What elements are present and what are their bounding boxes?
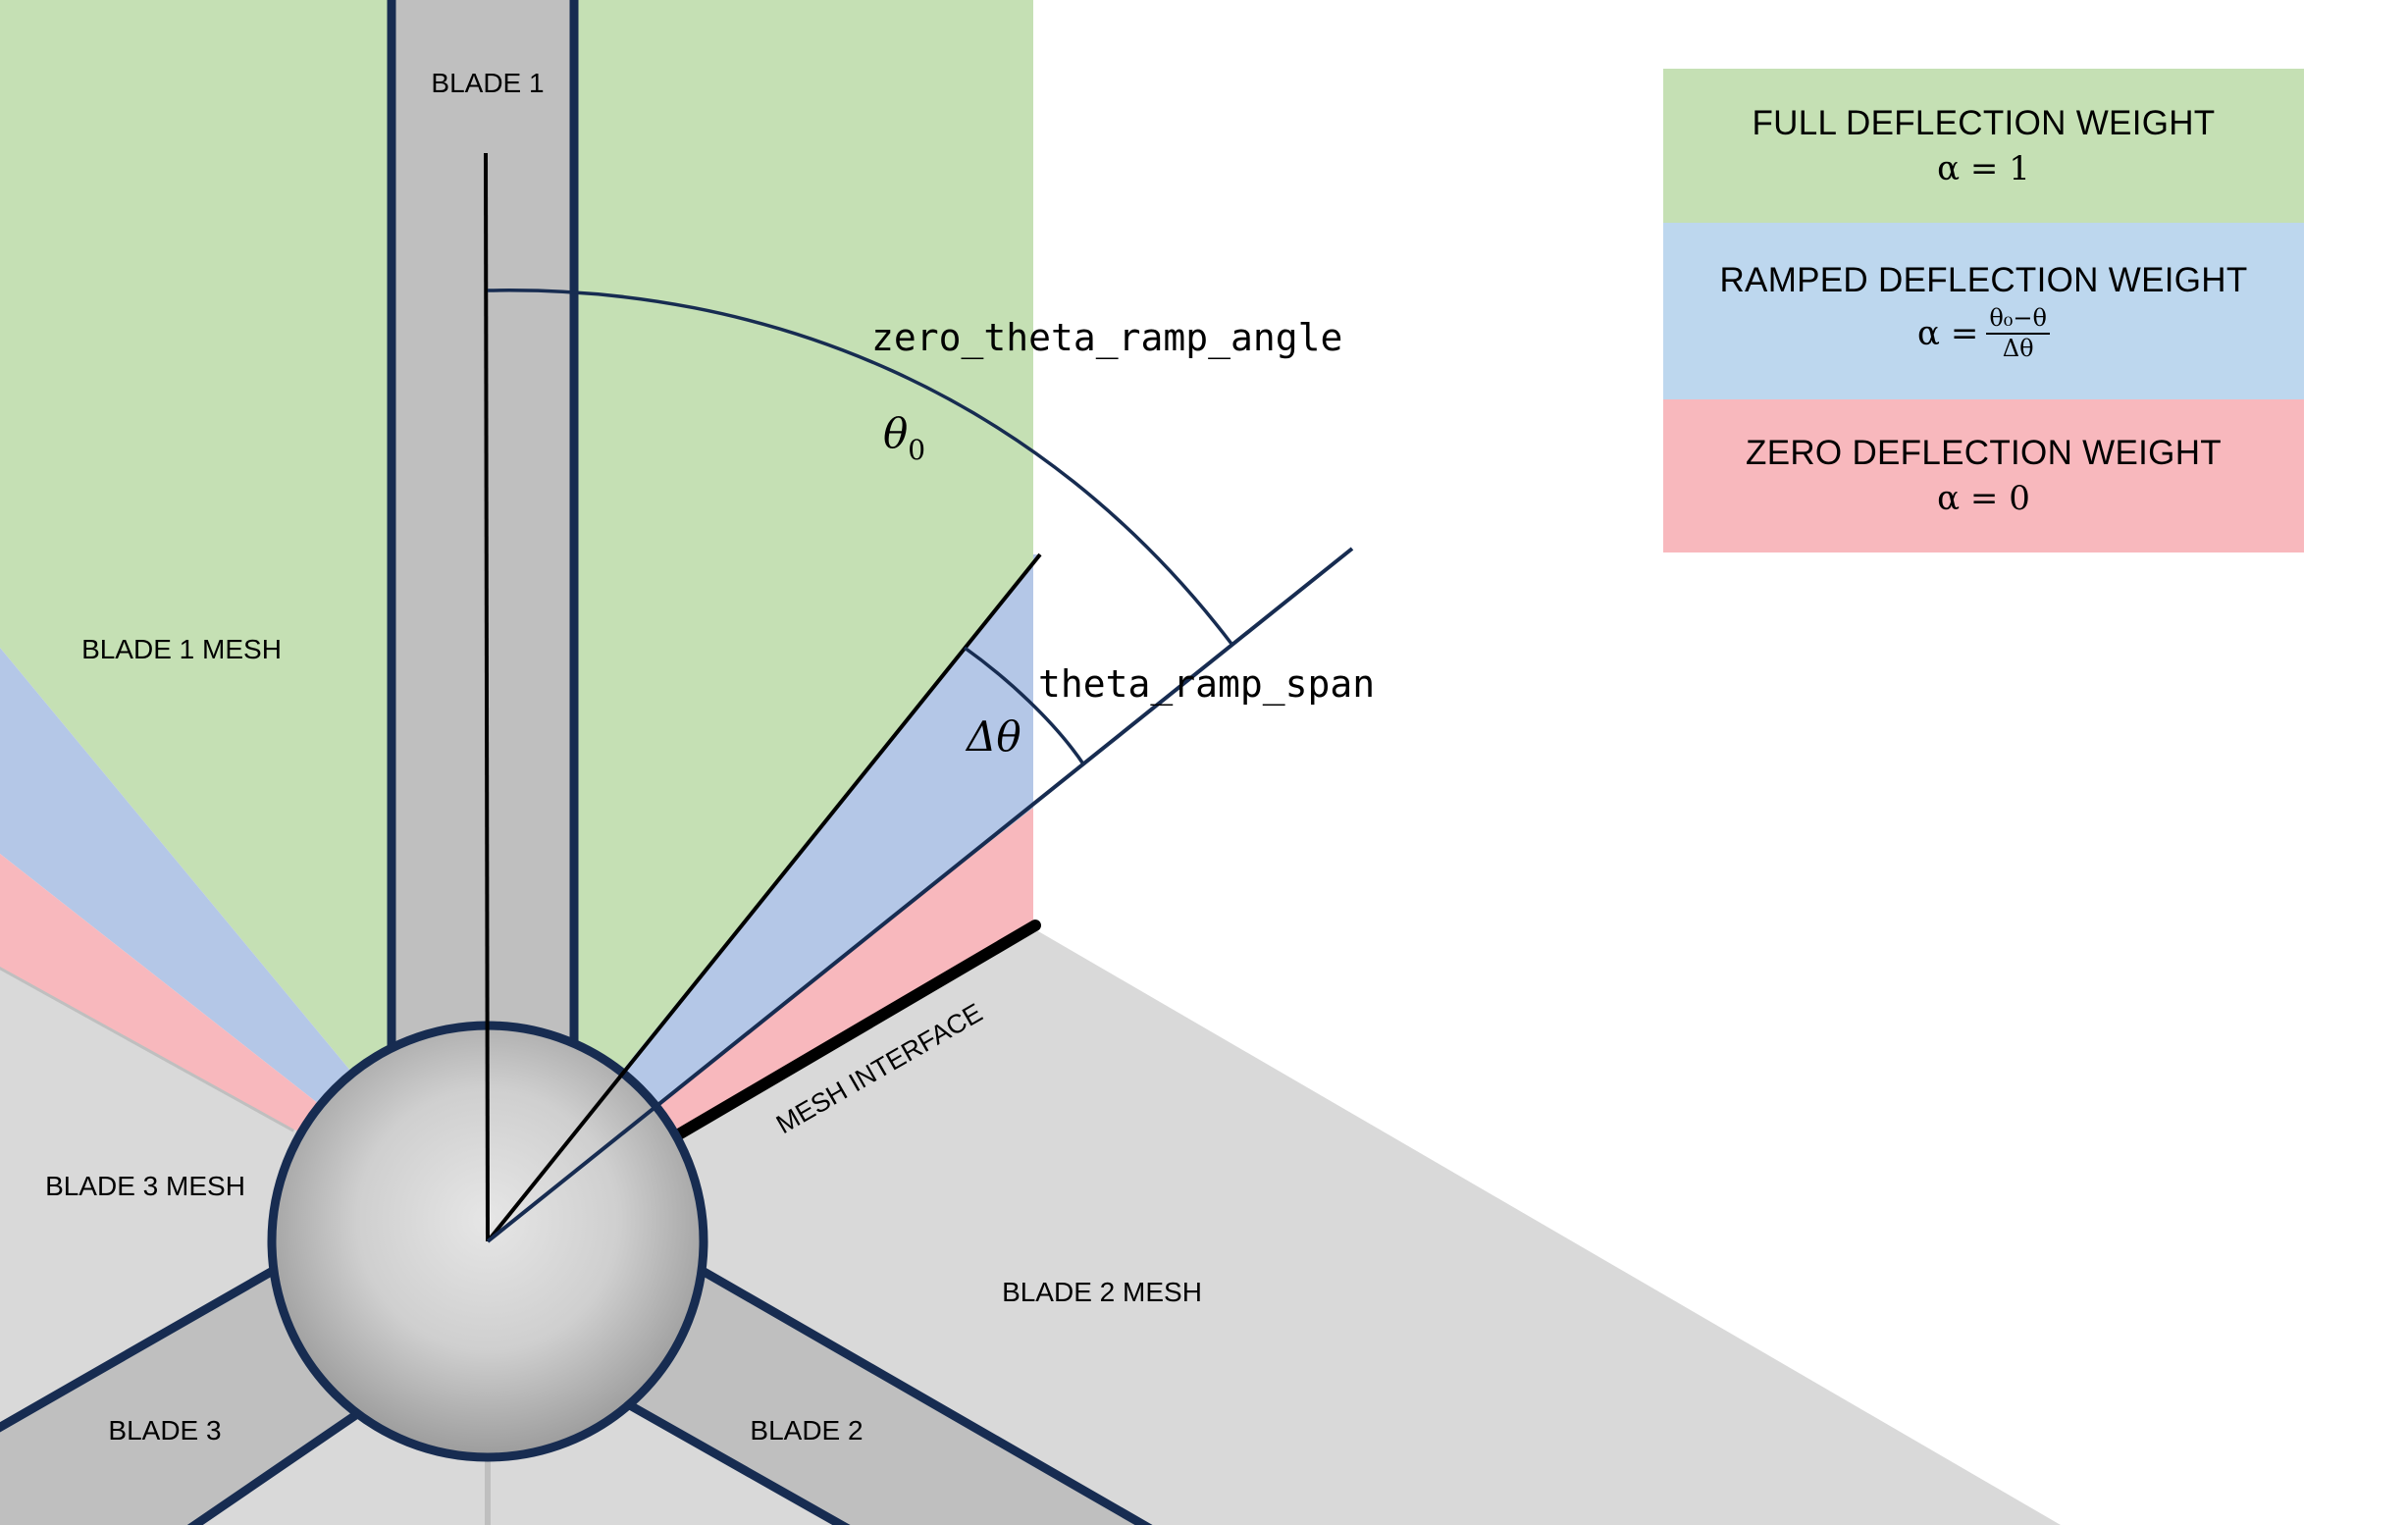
delta-theta-symbol: Δθ [965, 712, 1021, 761]
legend-zero-title: ZERO DEFLECTION WEIGHT [1746, 434, 2222, 472]
theta-ramp-span-label: theta_ramp_span [1038, 662, 1375, 707]
legend-zero-formula: α = 0 [1937, 479, 2030, 518]
blade-2-label: BLADE 2 [750, 1415, 863, 1446]
blade-3-mesh-boundary [0, 964, 296, 1132]
legend-ramped-title: RAMPED DEFLECTION WEIGHT [1719, 260, 2248, 299]
legend-full-formula: α = 1 [1937, 148, 2030, 188]
theta0-symbol: θ0 [883, 409, 925, 466]
blade-2-mesh-label: BLADE 2 MESH [1002, 1277, 1202, 1307]
legend-ramped-deflection: RAMPED DEFLECTION WEIGHT α = θ₀−θ Δθ [1663, 223, 2304, 399]
legend-full-title: FULL DEFLECTION WEIGHT [1752, 103, 2216, 142]
legend-ramped-formula-prefix: α = [1917, 314, 1979, 353]
mesh-interface-line [671, 920, 1041, 1141]
legend-ramped-denominator: Δθ [2002, 335, 2034, 362]
theta0-subscript: 0 [908, 434, 925, 466]
ramp-start-line [486, 552, 1042, 1243]
legend-ramped-numerator: θ₀−θ [1986, 305, 2050, 335]
blade-1 [387, 0, 579, 1173]
theta0-symbol-main: θ [883, 409, 908, 457]
blade-1-mesh-label: BLADE 1 MESH [81, 634, 282, 664]
blade-axis-line [484, 152, 490, 1242]
legend-full-deflection: FULL DEFLECTION WEIGHT α = 1 [1663, 69, 2304, 223]
legend-ramped-fraction: θ₀−θ Δθ [1986, 305, 2050, 362]
blade-1-label: BLADE 1 [431, 68, 544, 98]
zero-theta-line [486, 547, 1354, 1243]
blade-3-mesh-label: BLADE 3 MESH [45, 1171, 245, 1201]
zero-theta-ramp-angle-label: zero_theta_ramp_angle [871, 316, 1342, 360]
legend-zero-deflection: ZERO DEFLECTION WEIGHT α = 0 [1663, 399, 2304, 552]
legend-ramped-formula: α = θ₀−θ Δθ [1917, 305, 2050, 362]
theta0-arc [487, 289, 1233, 646]
blade-3-label: BLADE 3 [108, 1415, 221, 1446]
delta-theta-arc [963, 646, 1086, 766]
